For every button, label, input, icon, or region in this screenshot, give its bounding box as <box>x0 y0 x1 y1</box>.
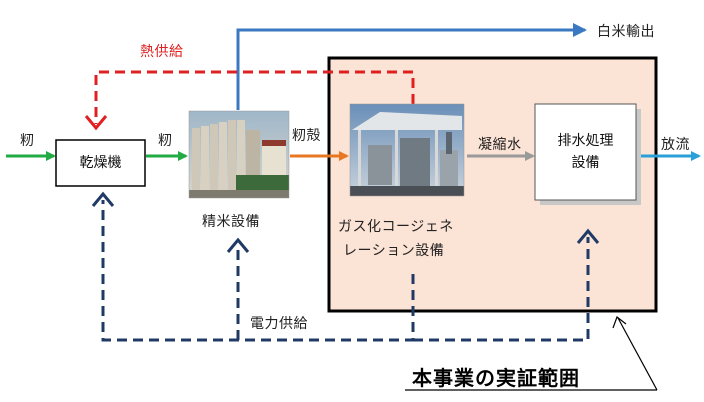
wastewater-label-line2: 設備 <box>572 152 600 174</box>
scope-callout-arrowhead <box>613 317 626 328</box>
cogeneration-caption-line2: レーション設備 <box>343 240 444 260</box>
power-supply-label: 電力供給 <box>250 313 308 333</box>
rice-export-label: 白米輸出 <box>597 21 655 41</box>
wastewater-label-line1: 排水処理 <box>558 130 614 152</box>
dryer-output-paddy-label: 籾 <box>158 130 173 150</box>
cogeneration-photo <box>350 104 464 196</box>
dryer-label: 乾燥機 <box>56 140 145 186</box>
input-paddy-label: 籾 <box>20 130 35 150</box>
scope-label: 本事業の実証範囲 <box>412 362 580 391</box>
heat-supply-arrowhead <box>86 116 106 128</box>
rice-mill-caption: 精米設備 <box>202 211 260 231</box>
scope-callout-line <box>618 318 657 390</box>
discharge-label: 放流 <box>661 134 690 154</box>
rice-mill-photo <box>189 111 289 198</box>
cogeneration-caption-line1: ガス化コージェネ <box>338 216 454 236</box>
wastewater-label-group: 排水処理 設備 <box>535 104 636 200</box>
husk-label: 籾殻 <box>292 125 321 145</box>
heat-supply-label: 熱供給 <box>140 41 184 61</box>
condensate-label: 凝縮水 <box>478 134 522 154</box>
